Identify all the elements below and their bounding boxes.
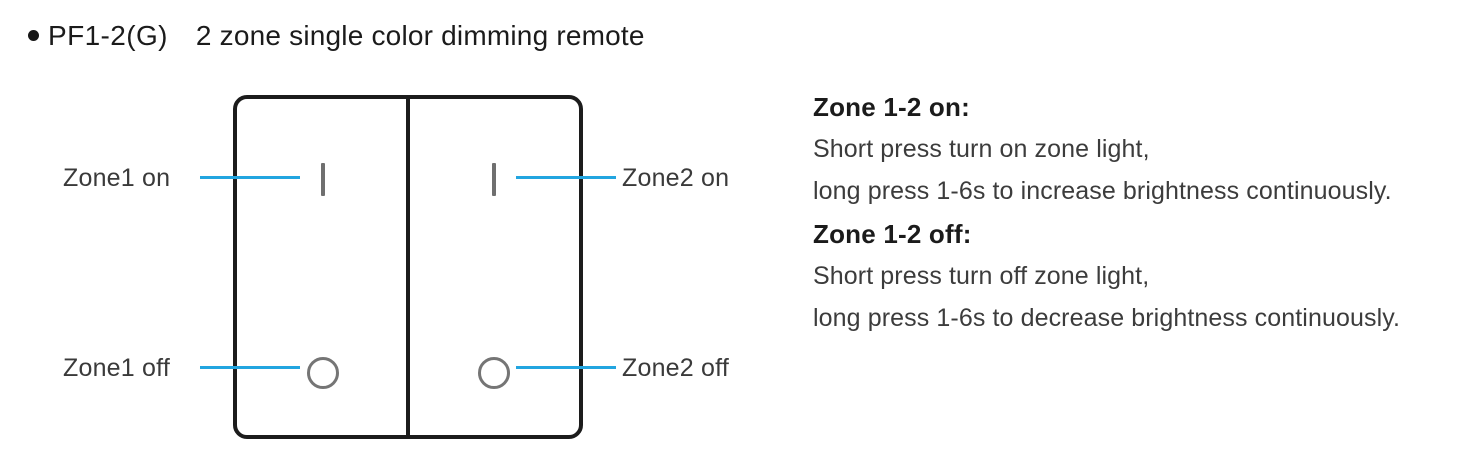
vertical-bar-icon[interactable] bbox=[491, 163, 496, 196]
leader-line-zone1-off bbox=[200, 366, 300, 369]
circle-icon[interactable] bbox=[477, 357, 510, 389]
description-heading-zone-off: Zone 1-2 off: bbox=[813, 219, 972, 249]
description-line: Short press turn off zone light, bbox=[813, 262, 1150, 290]
product-model: PF1-2(G) bbox=[48, 20, 168, 51]
description-line: Short press turn on zone light, bbox=[813, 135, 1150, 163]
callout-label-zone2-off: Zone2 off bbox=[622, 354, 729, 382]
leader-line-zone2-off bbox=[516, 366, 616, 369]
circle-icon[interactable] bbox=[306, 357, 339, 389]
description-group-on: Zone 1-2 on: Short press turn on zone li… bbox=[813, 92, 1463, 206]
description-line: long press 1-6s to increase brightness c… bbox=[813, 177, 1392, 205]
description-block: Zone 1-2 on: Short press turn on zone li… bbox=[813, 92, 1463, 346]
product-title-row: PF1-2(G) 2 zone single color dimming rem… bbox=[28, 20, 645, 52]
callout-label-zone2-on: Zone2 on bbox=[622, 164, 730, 192]
device-panel-zone1[interactable] bbox=[237, 99, 408, 435]
callout-label-zone1-off: Zone1 off bbox=[63, 354, 170, 382]
product-description: 2 zone single color dimming remote bbox=[195, 20, 645, 51]
device-panel-zone2[interactable] bbox=[408, 99, 579, 435]
callout-label-zone1-on: Zone1 on bbox=[63, 164, 171, 192]
description-group-off: Zone 1-2 off: Short press turn off zone … bbox=[813, 219, 1463, 333]
description-heading-zone-on: Zone 1-2 on: bbox=[813, 92, 970, 122]
leader-line-zone1-on bbox=[200, 176, 300, 179]
description-line: long press 1-6s to decrease brightness c… bbox=[813, 304, 1401, 332]
remote-device-diagram bbox=[233, 95, 583, 439]
device-panel-divider bbox=[406, 95, 410, 439]
bullet-icon bbox=[28, 30, 39, 41]
leader-line-zone2-on bbox=[516, 176, 616, 179]
vertical-bar-icon[interactable] bbox=[320, 163, 325, 196]
